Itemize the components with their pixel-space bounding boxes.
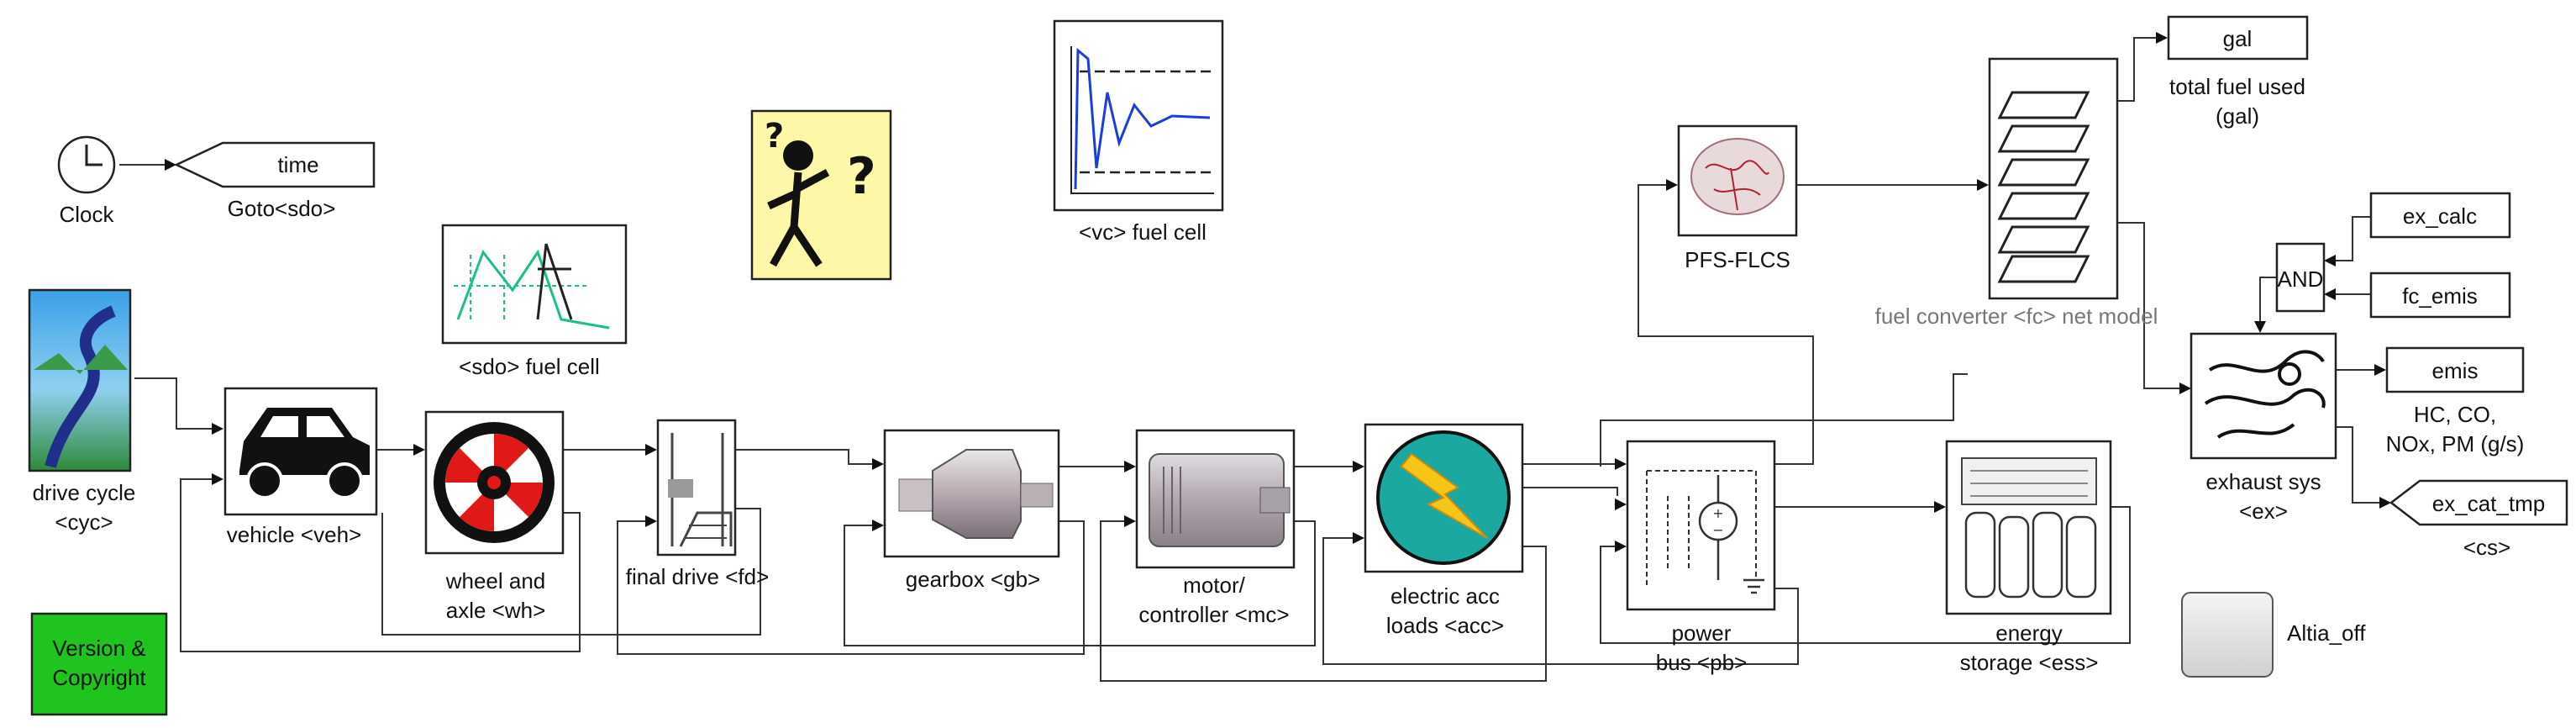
drive-cycle-block[interactable]: drive cycle <cyc> (28, 288, 136, 535)
ex-calc-text: ex_calc (2403, 203, 2477, 229)
svg-text:−: − (1712, 522, 1723, 538)
acc-label-1: electric acc (1391, 583, 1500, 609)
svg-text:?: ? (765, 117, 784, 156)
and-logic-block[interactable]: AND (2275, 242, 2326, 313)
emis-display-block[interactable]: emis HC, CO, NOx, PM (g/s) (2386, 346, 2525, 456)
fuel-converter-label: fuel converter <fc> net model (1875, 303, 2158, 329)
stacked-layers-icon (1997, 91, 2090, 283)
vehicle-label: vehicle <veh> (227, 522, 361, 547)
pfs-flcs-block[interactable]: PFS-FLCS (1677, 124, 1798, 272)
motor-controller-block[interactable]: motor/ controller <mc> (1135, 429, 1296, 627)
motor-label-2: controller <mc> (1138, 602, 1289, 627)
svg-text:+: + (1712, 505, 1723, 521)
gal-display-block[interactable]: gal total fuel used (gal) (2167, 15, 2309, 129)
goto-block-label: Goto<sdo> (228, 196, 336, 221)
exhaust-label-1: exhaust sys (2205, 469, 2321, 494)
version-copyright-block[interactable]: Version & Copyright (30, 612, 168, 716)
thinking-person-icon: ? ? (765, 117, 876, 267)
help-block[interactable]: ? ? (750, 109, 892, 281)
version-label-2: Copyright (52, 665, 146, 690)
cs-label: <cs> (2463, 535, 2510, 560)
scope-response-line (1074, 47, 1211, 190)
emis-text: emis (2432, 358, 2479, 383)
drive-cycle-label-2: <cyc> (55, 509, 113, 535)
ex-cat-tmp-text: ex_cat_tmp (2432, 491, 2545, 516)
power-bus-block[interactable]: + − power bus <pb> (1626, 440, 1776, 675)
altia-off-label: Altia_off (2287, 620, 2366, 646)
gal-text: gal (2223, 26, 2253, 51)
emis-output-label-1: HC, CO, (2414, 402, 2496, 427)
emis-output-label-2: NOx, PM (g/s) (2386, 431, 2525, 456)
energy-storage-label-2: storage <ess> (1960, 650, 2099, 675)
vehicle-block[interactable]: vehicle <veh> (223, 387, 378, 547)
signal-wires (119, 32, 2391, 682)
wheel-axle-block[interactable]: wheel and axle <wh> (424, 410, 565, 623)
gearbox-icon (898, 449, 1054, 539)
and-text: AND (2278, 266, 2324, 292)
battery-cells-icon (1961, 457, 2097, 599)
sdo-fuel-cell-block[interactable]: <sdo> fuel cell (441, 224, 628, 379)
lightning-bolt-icon (1400, 452, 1488, 539)
acc-label-2: loads <acc> (1386, 613, 1504, 638)
total-fuel-label-2: (gal) (2216, 103, 2259, 129)
energy-storage-label-1: energy (1995, 620, 2063, 646)
fuel-converter-block[interactable]: fuel converter <fc> net model (1875, 57, 2158, 329)
motor-icon (1149, 453, 1291, 547)
vc-fuel-cell-label: <vc> fuel cell (1079, 219, 1207, 245)
version-label-1: Version & (52, 636, 145, 661)
wheel-label-2: axle <wh> (446, 598, 546, 623)
pfs-label: PFS-FLCS (1685, 247, 1790, 272)
goto-tag-text: time (277, 152, 318, 177)
clock-block[interactable]: Clock (57, 135, 116, 227)
fc-emis-text: fc_emis (2402, 283, 2478, 309)
gear-diagram-icon (668, 433, 733, 547)
power-bus-label-2: bus <pb> (1656, 650, 1747, 675)
wheel-icon (434, 422, 555, 543)
drive-cycle-label-1: drive cycle (33, 480, 136, 505)
svg-text:?: ? (847, 147, 876, 206)
final-drive-label: final drive <fd> (626, 564, 770, 589)
sdo-fuel-cell-label: <sdo> fuel cell (459, 354, 600, 379)
altia-off-block[interactable]: Altia_off (2181, 592, 2366, 678)
ex-cat-tmp-goto-block[interactable]: ex_cat_tmp <cs> (2389, 479, 2568, 560)
exhaust-sys-block[interactable]: exhaust sys <ex> (2190, 332, 2337, 524)
exhaust-swirl-icon (2204, 350, 2326, 439)
gearbox-block[interactable]: gearbox <gb> (883, 429, 1060, 592)
goto-time-block[interactable]: time Goto<sdo> (174, 141, 376, 221)
exhaust-label-2: <ex> (2239, 499, 2288, 524)
car-icon (239, 408, 370, 499)
fc-emis-from-block[interactable]: fc_emis (2369, 272, 2511, 319)
caliper-icon (536, 243, 573, 320)
energy-storage-block[interactable]: energy storage <ess> (1945, 440, 2112, 675)
brain-icon (1690, 138, 1785, 215)
ex-calc-from-block[interactable]: ex_calc (2369, 192, 2511, 239)
wheel-label-1: wheel and (445, 568, 546, 593)
final-drive-block[interactable]: final drive <fd> (626, 419, 770, 589)
power-bus-label-1: power (1672, 620, 1732, 646)
total-fuel-label-1: total fuel used (2169, 74, 2305, 99)
electric-acc-loads-block[interactable]: electric acc loads <acc> (1364, 423, 1524, 638)
clock-label: Clock (59, 202, 114, 227)
gearbox-label: gearbox <gb> (906, 567, 1040, 592)
circuit-icon: + − (1646, 470, 1764, 594)
motor-label-1: motor/ (1183, 572, 1245, 598)
vc-fuel-cell-scope[interactable]: <vc> fuel cell (1053, 19, 1224, 245)
